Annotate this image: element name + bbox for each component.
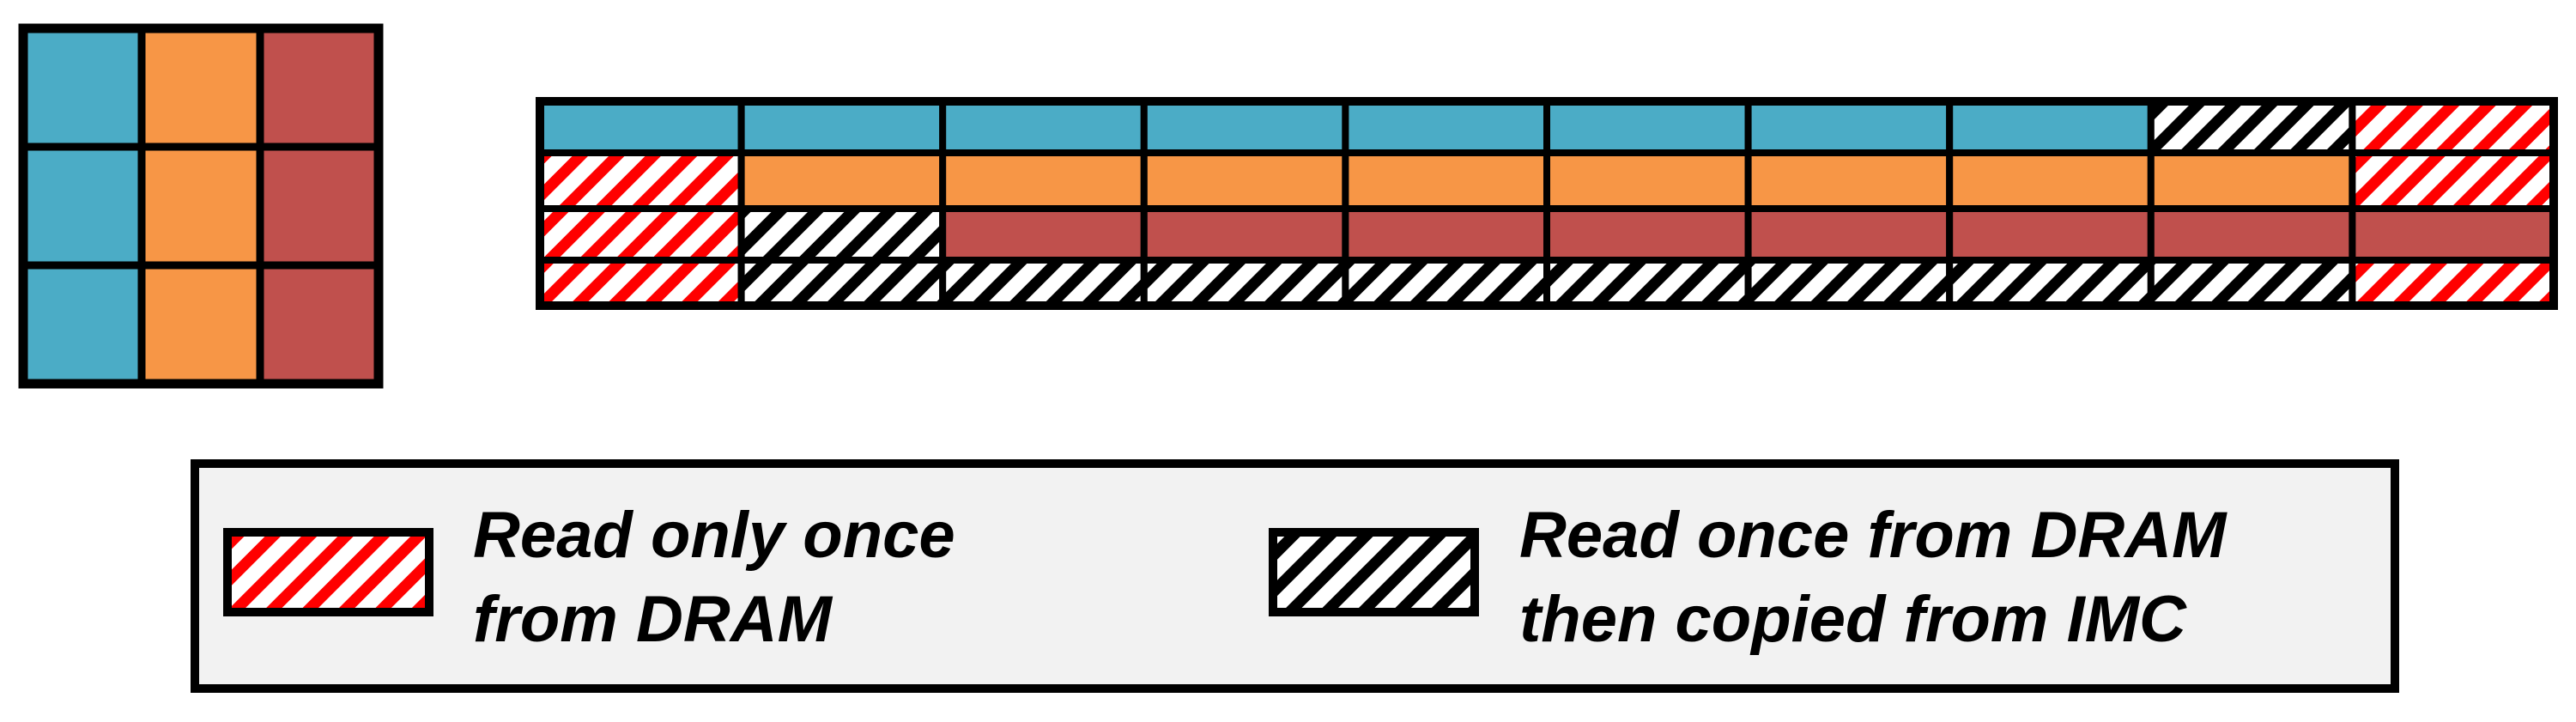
layout-cell	[1543, 205, 1752, 264]
legend-label-black-line1: Read once from DRAM	[1519, 499, 2227, 572]
row-layout-grid	[536, 97, 2558, 310]
layout-cell	[1342, 98, 1551, 156]
kernel-cell	[256, 261, 383, 388]
kernel-cell	[256, 24, 383, 151]
layout-cell	[939, 205, 1148, 264]
layout-cell	[1744, 149, 1954, 212]
layout-cell	[1342, 257, 1551, 309]
layout-cell	[2147, 205, 2356, 264]
layout-cell	[939, 98, 1148, 156]
layout-cell	[2349, 205, 2557, 264]
layout-cell	[1543, 98, 1752, 156]
kernel-cell	[137, 24, 264, 151]
layout-cell	[939, 149, 1148, 212]
layout-cell	[1543, 257, 1752, 309]
layout-cell	[1744, 98, 1954, 156]
legend-swatch-red-hatch	[223, 528, 433, 616]
layout-cell	[1946, 98, 2155, 156]
layout-cell	[1342, 149, 1551, 212]
layout-cell	[2349, 257, 2557, 309]
layout-cell	[737, 257, 947, 309]
layout-cell	[1946, 149, 2155, 212]
layout-cell	[1744, 257, 1954, 309]
layout-cell	[1946, 257, 2155, 309]
layout-cell	[939, 257, 1148, 309]
layout-cell	[1342, 205, 1551, 264]
layout-cell	[2147, 149, 2356, 212]
layout-cell	[2147, 98, 2356, 156]
layout-cell	[1140, 205, 1349, 264]
kernel-cell	[19, 261, 146, 388]
layout-cell	[737, 98, 947, 156]
legend-label-black-line2: then copied from IMC	[1519, 583, 2187, 656]
kernel-grid	[18, 23, 384, 389]
layout-cell	[536, 257, 745, 309]
kernel-cell	[256, 143, 383, 270]
kernel-cell	[137, 261, 264, 388]
legend-swatch-black-hatch	[1269, 528, 1479, 616]
layout-cell	[2349, 98, 2557, 156]
kernel-cell	[19, 24, 146, 151]
kernel-cell	[137, 143, 264, 270]
layout-cell	[1946, 205, 2155, 264]
legend: Read only once from DRAM Read once from …	[191, 459, 2399, 693]
layout-cell	[1744, 205, 1954, 264]
layout-cell	[2349, 149, 2557, 212]
layout-cell	[1140, 257, 1349, 309]
layout-cell	[1140, 98, 1349, 156]
layout-cell	[1543, 149, 1752, 212]
row-layout-border	[536, 97, 2558, 310]
kernel-grid-border	[18, 23, 384, 389]
layout-cell	[536, 205, 745, 264]
layout-cell	[737, 205, 947, 264]
legend-label-red-line1: Read only once	[473, 499, 955, 572]
layout-cell	[737, 149, 947, 212]
layout-cell	[536, 98, 745, 156]
legend-label-red-line2: from DRAM	[473, 583, 833, 656]
layout-cell	[2147, 257, 2356, 309]
kernel-cell	[19, 143, 146, 270]
layout-cell	[536, 149, 745, 212]
layout-cell	[1140, 149, 1349, 212]
